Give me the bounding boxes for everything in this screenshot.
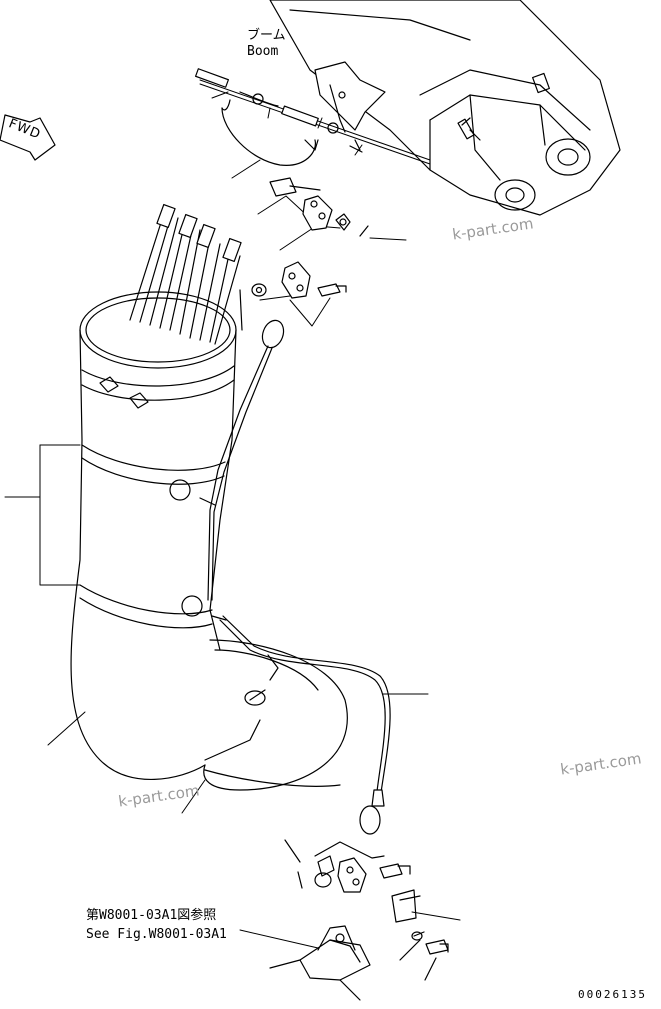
hose-bundle	[129, 203, 242, 345]
reference-label-jp: 第W8001-03A1図参照	[86, 908, 217, 923]
boom-label-jp: ブーム	[247, 28, 286, 43]
wire-rope	[207, 319, 391, 835]
reference-label-en: See Fig.W8001-03A1	[86, 927, 227, 942]
fwd-arrow-icon	[0, 114, 56, 161]
clamp-parts-upper	[239, 177, 369, 331]
clamp-parts-lower	[269, 839, 449, 1001]
drawing-code: 00026135	[578, 988, 647, 1001]
boom-label-en: Boom	[247, 44, 279, 59]
boom	[269, 0, 621, 216]
hose-sleeve	[70, 291, 348, 791]
leader-lines-lower	[4, 444, 461, 949]
pin-assembly	[194, 68, 431, 166]
